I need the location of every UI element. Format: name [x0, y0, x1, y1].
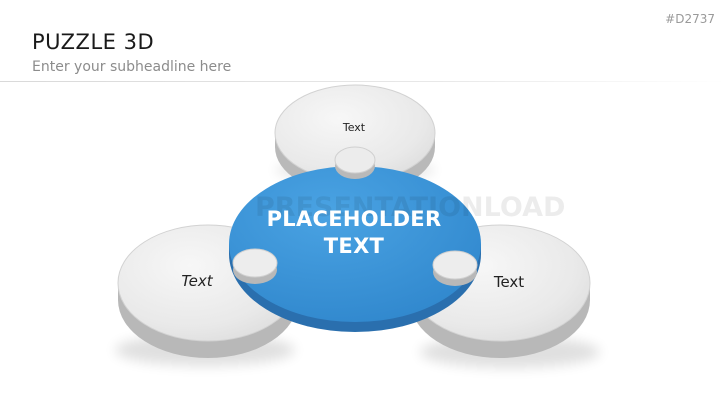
top-piece-label: Text — [342, 121, 366, 134]
slide-code: #D2737 — [665, 12, 715, 26]
left-piece-label: Text — [181, 272, 213, 290]
watermark-text: PRESENTATIONLOAD — [255, 192, 565, 223]
knob-left — [232, 248, 278, 284]
slide-title: PUZZLE 3D — [32, 30, 155, 54]
right-piece-label: Text — [493, 273, 524, 291]
center-label-line1: PLACEHOLDER — [267, 207, 442, 231]
center-label-line2: TEXT — [324, 234, 385, 258]
header-divider — [0, 81, 727, 82]
knob-top — [334, 146, 376, 179]
puzzle-piece-center — [229, 146, 481, 332]
slide-subtitle: Enter your subheadline here — [32, 59, 232, 75]
knob-right — [432, 250, 478, 286]
